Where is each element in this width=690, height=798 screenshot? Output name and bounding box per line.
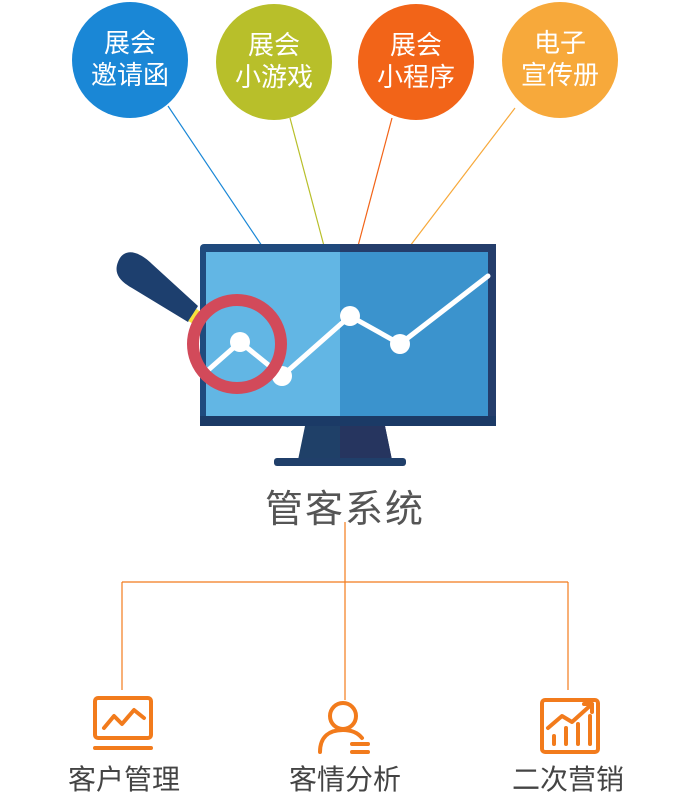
bubble-mini-game[interactable]: 展会 小游戏 bbox=[216, 4, 332, 120]
label-remarketing[interactable]: 二次营销 bbox=[511, 763, 624, 796]
bubble-brochure-line1: 电子 bbox=[533, 29, 586, 59]
bubble-mini-program[interactable]: 展会 小程序 bbox=[358, 4, 474, 120]
bubble-mini-program-line1: 展会 bbox=[389, 31, 442, 61]
tree-connector bbox=[121, 522, 569, 700]
growth-chart-icon bbox=[540, 698, 600, 754]
bubble-mini-game-line2: 小游戏 bbox=[234, 63, 313, 93]
label-customer-management[interactable]: 客户管理 bbox=[67, 763, 180, 796]
bubble-invitation-line1: 展会 bbox=[103, 29, 156, 59]
connector-line-3 bbox=[357, 117, 393, 247]
bubble-mini-game-line1: 展会 bbox=[247, 31, 300, 61]
bubble-invitation-line2: 邀请函 bbox=[90, 61, 169, 91]
magnifier-icon bbox=[116, 252, 287, 394]
center-title: 管客系统 bbox=[264, 487, 425, 531]
bubble-brochure-line2: 宣传册 bbox=[520, 61, 599, 91]
bubble-invitation[interactable]: 展会 邀请函 bbox=[72, 2, 188, 118]
connector-line-1 bbox=[167, 105, 263, 247]
label-customer-analysis[interactable]: 客情分析 bbox=[288, 763, 401, 796]
bubble-mini-program-line2: 小程序 bbox=[376, 63, 455, 93]
connector-line-4 bbox=[409, 107, 516, 247]
monitor-icon bbox=[200, 244, 496, 466]
monitor-chart-icon bbox=[93, 696, 153, 750]
bubble-brochure[interactable]: 电子 宣传册 bbox=[502, 2, 618, 118]
user-profile-icon bbox=[318, 701, 370, 754]
connector-line-2 bbox=[289, 117, 325, 247]
